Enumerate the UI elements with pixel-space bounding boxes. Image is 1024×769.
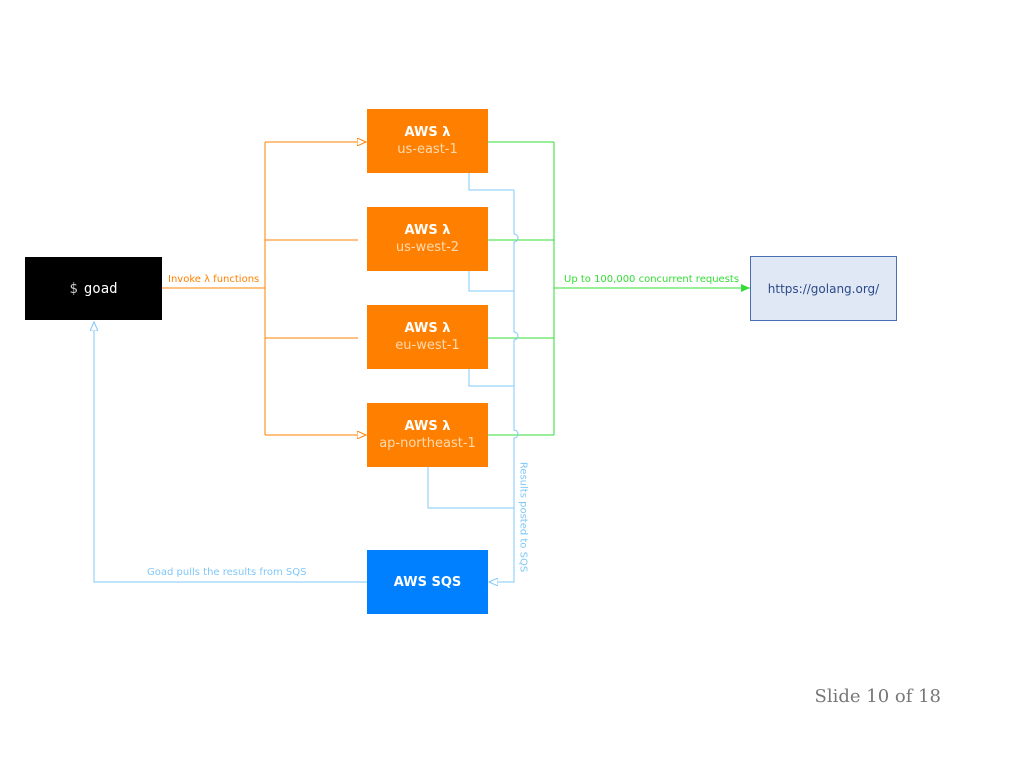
pull-edge	[94, 322, 367, 583]
terminal-prompt: $	[69, 280, 78, 297]
lambda-title: AWS λ	[404, 419, 451, 434]
sqs-title: AWS SQS	[393, 574, 462, 590]
result-edge-ap-northeast-1	[427, 467, 514, 509]
goad-terminal-node: $ goad	[25, 257, 162, 320]
result-edge-us-west-2	[468, 271, 514, 292]
target-site-node: https://golang.org/	[750, 256, 897, 321]
lambda-region: us-west-2	[395, 240, 460, 255]
lambda-region: ap-northeast-1	[379, 436, 476, 451]
lambda-title: AWS λ	[404, 125, 451, 140]
invoke-label: Invoke λ functions	[168, 274, 260, 285]
lambda-node-us-west-2: AWS λ us-west-2	[367, 207, 488, 271]
result-edge-eu-west-1	[468, 369, 514, 387]
sqs-node: AWS SQS	[367, 550, 488, 614]
lambda-region: us-east-1	[397, 142, 458, 157]
lambda-title: AWS λ	[404, 223, 451, 238]
result-edge-us-east-1	[468, 173, 514, 191]
lambda-node-eu-west-1: AWS λ eu-west-1	[367, 305, 488, 369]
slide-number: Slide 10 of 18	[814, 686, 942, 707]
lambda-node-ap-northeast-1: AWS λ ap-northeast-1	[367, 403, 488, 467]
lambda-title: AWS λ	[404, 321, 451, 336]
requests-label: Up to 100,000 concurrent requests	[564, 274, 740, 285]
pull-label: Goad pulls the results from SQS	[147, 567, 307, 578]
result-bus	[489, 190, 519, 582]
terminal-command: goad	[83, 280, 118, 297]
results-label: Results posted to SQS	[517, 461, 529, 573]
lambda-node-us-east-1: AWS λ us-east-1	[367, 109, 488, 173]
lambda-region: eu-west-1	[395, 338, 460, 353]
target-url: https://golang.org/	[767, 281, 880, 296]
